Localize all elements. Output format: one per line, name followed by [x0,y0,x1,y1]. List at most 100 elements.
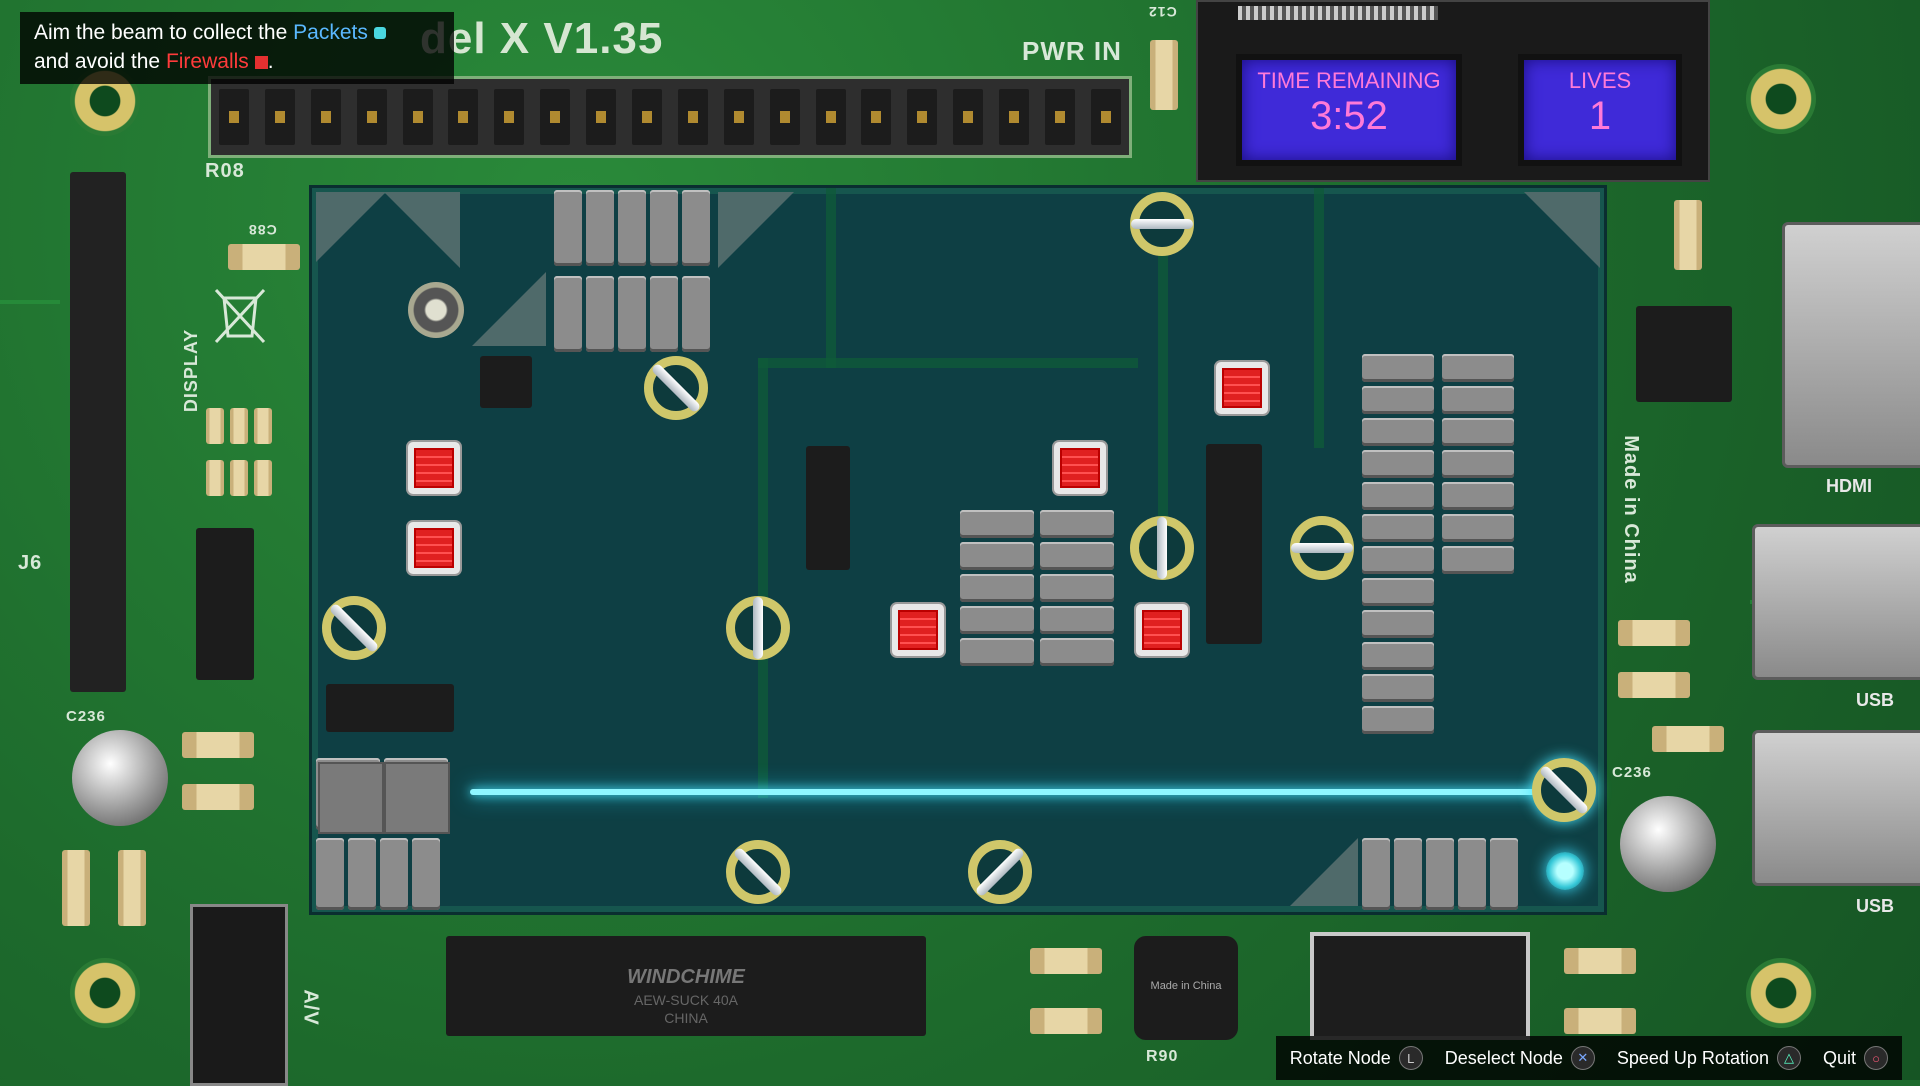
blocker [1040,542,1114,570]
firewall [408,522,460,574]
rotatable-node[interactable] [1130,192,1194,256]
hud-panel: TIME REMAINING 3:52 LIVES 1 [1196,0,1710,182]
ribbon-cable [1238,6,1438,20]
blocker [412,838,440,910]
rotatable-node[interactable] [644,356,708,420]
small-chip-text: Made in China [1150,980,1222,992]
board-trace [826,188,836,368]
usb-label: USB [1856,896,1895,916]
av-jack [190,904,288,1086]
blocker [1426,838,1454,910]
blocker [1442,418,1514,446]
resistor [1150,40,1178,110]
resistor [62,850,90,926]
blocker [554,276,582,352]
firewall [892,604,944,656]
made-in-china-chip: Made in China [1126,936,1246,1040]
hdmi-label: HDMI [1826,476,1872,496]
deselect-node-hint: Deselect Node ✕ [1445,1046,1595,1070]
blocker [1362,482,1434,510]
resistor [228,244,300,270]
speed-up-label: Speed Up Rotation [1616,1047,1769,1068]
resistor [1652,726,1724,752]
blocker [1362,706,1434,734]
rotate-node-hint: Rotate Node L [1290,1046,1423,1070]
chip-model: AEW-SUCK 40A [634,992,738,1008]
quit-label: Quit [1822,1047,1856,1068]
blocker [960,574,1034,602]
mount-hole [1746,958,1816,1028]
blocker [380,838,408,910]
beam-emitter [318,762,450,834]
blocker [1362,838,1390,910]
deflector-wedge [718,192,794,268]
blocker [1362,610,1434,638]
display-label: DISPLAY [181,328,202,413]
rotatable-node[interactable] [726,840,790,904]
ribbon-connector [1310,932,1530,1040]
rotatable-node[interactable] [1290,516,1354,580]
packet-icon [373,27,386,40]
hdmi-port [1782,222,1920,468]
blocker [960,638,1034,666]
blocker [1442,514,1514,542]
blocker [1394,838,1422,910]
blocker [1442,482,1514,510]
blocker [960,606,1034,634]
deflector-wedge [384,192,460,268]
blocker [960,510,1034,538]
deselect-node-label: Deselect Node [1444,1047,1563,1068]
left-ic-chip [188,528,262,680]
firewall [1054,442,1106,494]
lives-value: 1 [1588,94,1612,138]
c236-label: C236 [1612,764,1652,781]
rotatable-node[interactable] [1130,516,1194,580]
usb-port [1752,524,1920,680]
blocker [1362,418,1434,446]
board-chip [318,676,462,740]
blocker [1442,386,1514,414]
lives-label: LIVES [1568,68,1632,93]
blocker [554,190,582,266]
resistor [182,784,254,810]
board-title: del X V1.35 [420,14,664,63]
blocker [1490,838,1518,910]
packets-word: Packets [293,21,368,44]
electrolytic-capacitor [72,730,168,826]
r08-label: R08 [205,160,245,182]
pin-header [208,76,1132,158]
blocker [1442,450,1514,478]
time-value: 3:52 [1310,94,1388,138]
target-receiver [408,282,464,338]
board-chip [472,356,540,408]
packet-orb [1546,852,1584,890]
quit-hint: Quit ○ [1823,1046,1888,1070]
instr-line2: and avoid the [34,50,166,73]
electrolytic-capacitor [1620,796,1716,892]
rotatable-node[interactable] [322,596,386,660]
deflector-wedge [316,192,386,262]
blocker [1362,386,1434,414]
j6-label: J6 [18,552,43,574]
blocker [682,276,710,352]
rotatable-node-selected[interactable] [1532,758,1596,822]
resistor [1564,1008,1636,1034]
puzzle-board [312,188,1604,912]
made-in-china-label: Made in China [1619,435,1642,584]
usb-label: USB [1856,690,1895,710]
blocker [316,838,344,910]
blocker [650,276,678,352]
usb-port [1752,730,1920,886]
resistor [254,408,272,444]
chip-brand: WINDCHIME [627,966,745,988]
blocker [1362,514,1434,542]
rotatable-node[interactable] [968,840,1032,904]
board-trace [758,358,768,798]
blocker [960,542,1034,570]
firewalls-word: Firewalls [165,50,249,73]
rotatable-node[interactable] [726,596,790,660]
left-stick-icon: L [1398,1046,1423,1070]
blocker [348,838,376,910]
blocker [1040,638,1114,666]
blocker [586,276,614,352]
